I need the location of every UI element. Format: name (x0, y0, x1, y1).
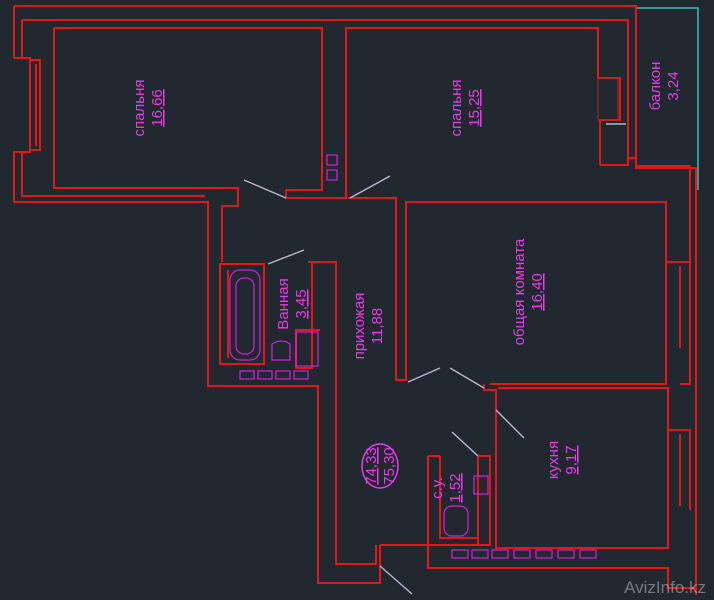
bathroom-area: 3,45 (293, 289, 310, 318)
door-bedroom2 (349, 175, 391, 199)
bedroom2-walls (348, 197, 667, 385)
bedroom1-area: 16,66 (149, 89, 166, 127)
balcony-door (597, 77, 619, 121)
living-right (600, 157, 691, 385)
bedroom2-area: 15,25 (466, 89, 483, 127)
wc-walls (427, 455, 491, 546)
window-right1 (666, 261, 691, 352)
hall-area: 11,88 (369, 308, 386, 344)
walls (13, 5, 697, 595)
door-living (407, 367, 441, 383)
vent-2 (326, 169, 338, 181)
vent-1 (326, 154, 338, 166)
bathroom-right (308, 261, 377, 565)
door-entrance (379, 565, 413, 595)
total-area-oval (361, 443, 399, 489)
kitchen-walls (483, 384, 669, 549)
total-area: 75,30 (381, 447, 398, 485)
outer-wall-left (13, 6, 381, 584)
living-name: общая комната (511, 238, 528, 345)
washer (295, 331, 319, 367)
toilet (443, 505, 469, 537)
bottom-wall (380, 544, 696, 589)
living-area-total: 74,33 (363, 447, 380, 485)
wc-area: 1,52 (447, 473, 464, 502)
window-right2 (668, 429, 691, 510)
kitchen-name: кухня (545, 441, 562, 479)
bathroom-name: Ванная (275, 278, 292, 329)
door-bathroom (267, 249, 305, 265)
door-kitchen-b (495, 409, 525, 439)
door-wc (451, 431, 479, 457)
door-kitchen-a (449, 367, 485, 389)
bathroom-inner (227, 262, 320, 369)
bedroom1-name: спальня (131, 80, 148, 137)
inner-outline-top (21, 19, 629, 197)
outer-wall (14, 5, 697, 595)
balcony-name: балкон (647, 62, 664, 111)
bathroom-walls (219, 263, 265, 365)
balcony-area: 3,24 (665, 71, 682, 100)
bathtub (229, 269, 261, 361)
window-left (30, 59, 41, 151)
hall-name: прихожая (351, 293, 368, 360)
fixtures (229, 154, 597, 559)
washbasin (271, 340, 291, 361)
living-area: 16,40 (529, 273, 546, 311)
radiator-bath (239, 370, 309, 380)
door-bedroom1 (243, 179, 287, 199)
radiator-kitchen (451, 549, 597, 559)
wc-sink (473, 475, 489, 495)
watermark: AvizInfo.kz (624, 578, 706, 597)
bathtub-inner (235, 277, 255, 355)
bedroom2-name: спальня (448, 80, 465, 137)
doors (243, 123, 626, 595)
wc-name: с.у. (429, 477, 446, 499)
kitchen-area: 9,17 (563, 445, 580, 474)
bedroom1-walls (54, 27, 621, 199)
bedroom1-inner (53, 28, 239, 262)
